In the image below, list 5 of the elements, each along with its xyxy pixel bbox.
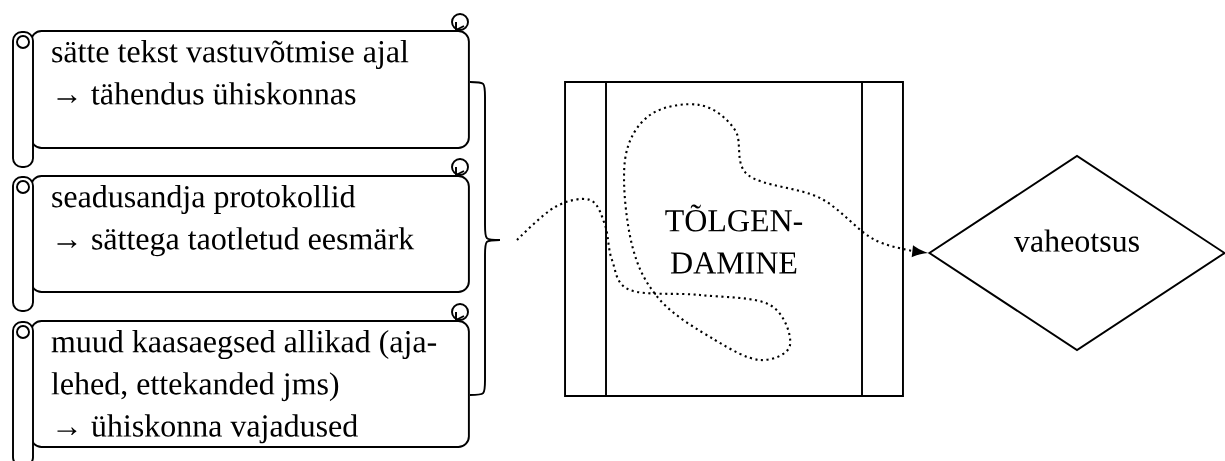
process-box: TÕLGEN- DAMINE (564, 81, 904, 397)
arrow (516, 103, 925, 362)
scroll-banner: seadusandja protokollid → sättega taotletud eesmärk (12, 158, 470, 312)
scroll-banner: muud kaasaegsed allikad (aja- lehed, ettekanded jms) → ühiskonna vajadused (12, 303, 470, 461)
scroll-banner: sätte tekst vastuvõtmise ajal → tähendus ühiskonnas (12, 13, 470, 168)
